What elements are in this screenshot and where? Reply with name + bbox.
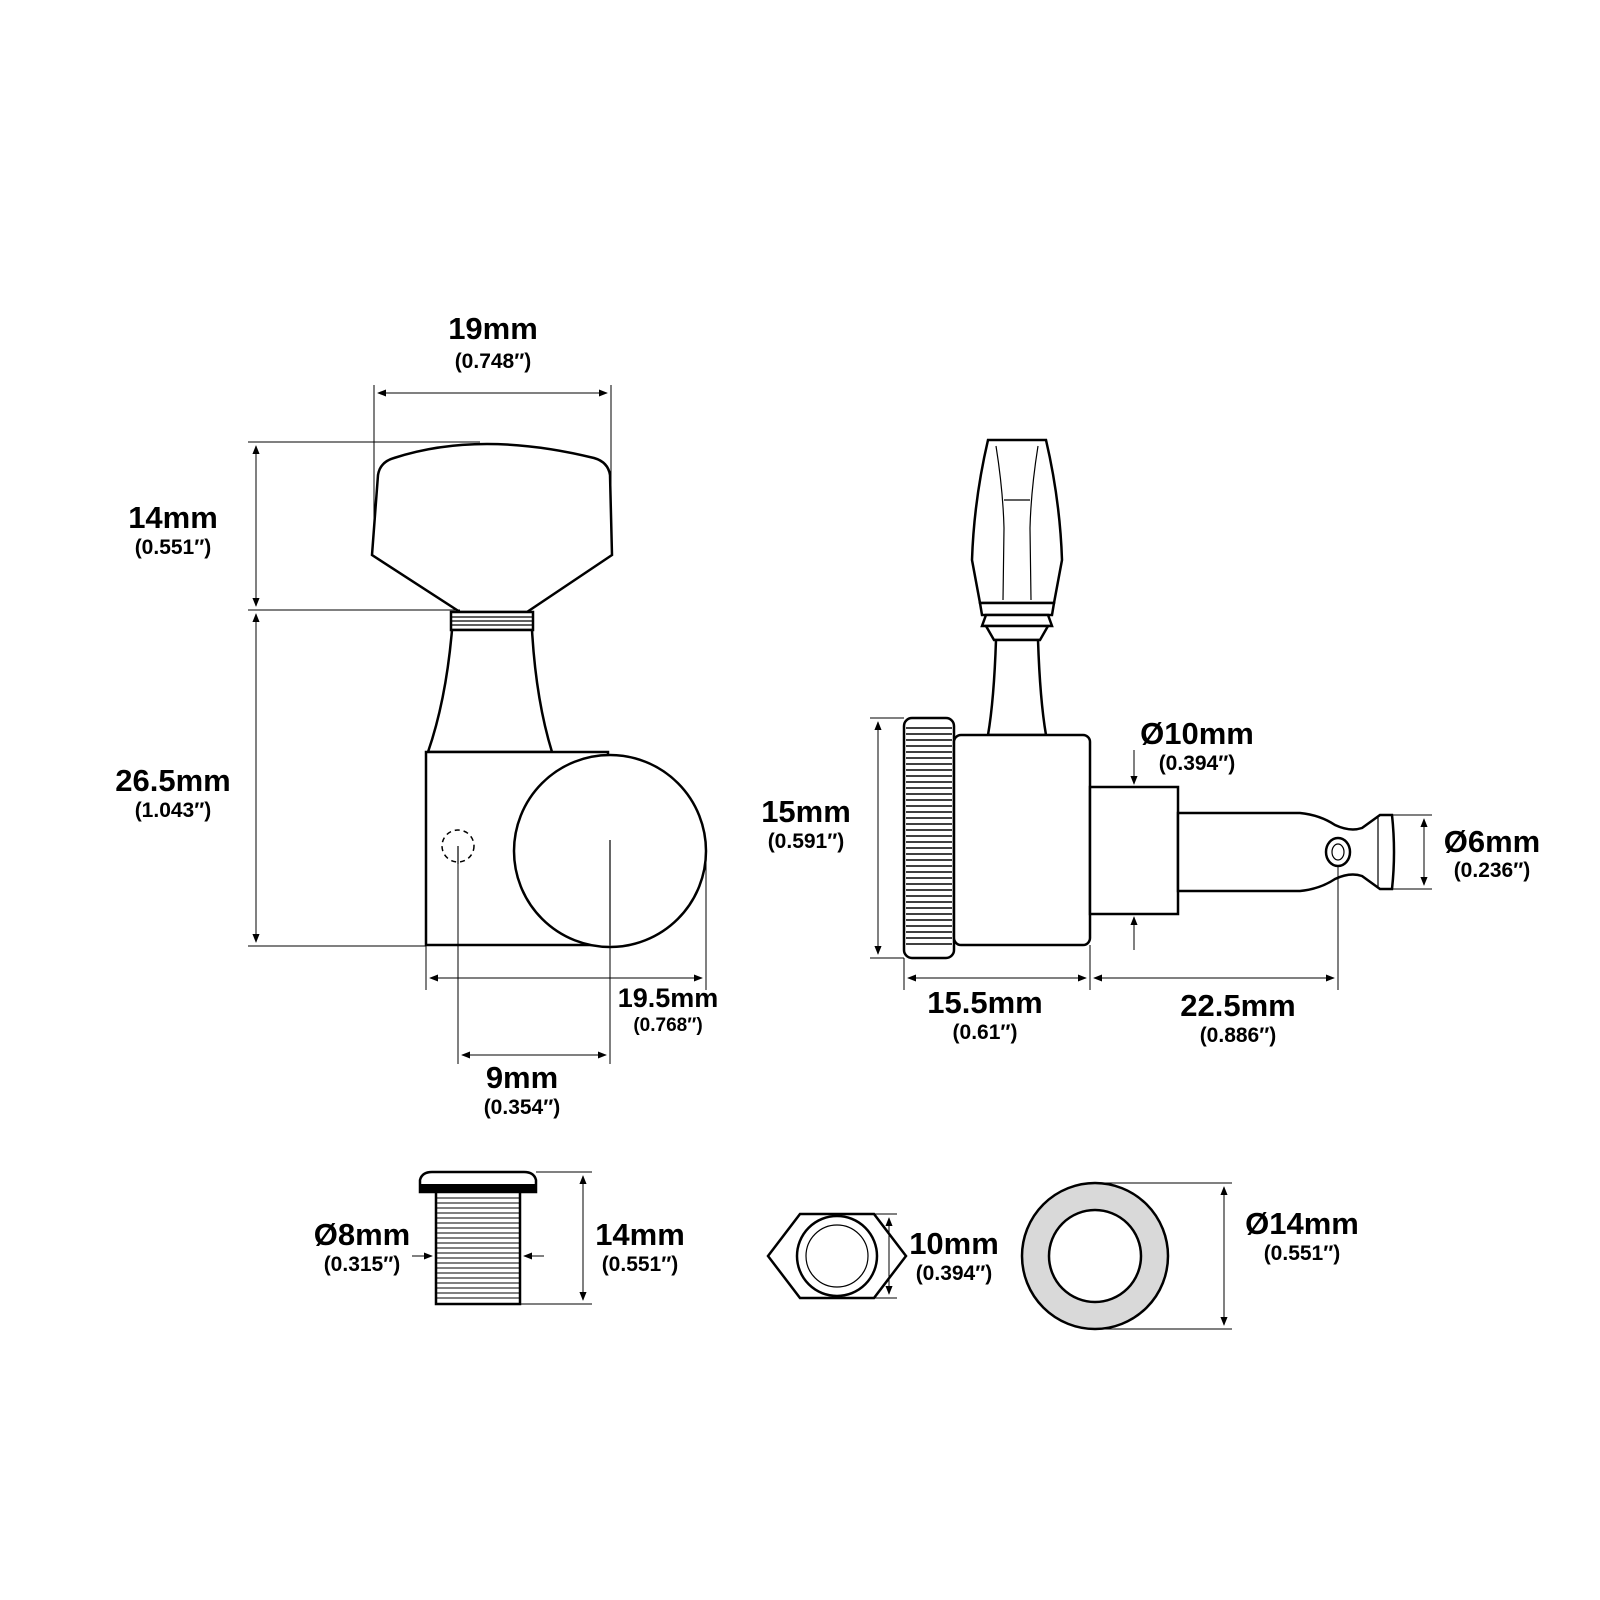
washer: Ø14mm (0.551″) [1020,1181,1359,1331]
side-knurled-wheel [902,716,956,960]
bushing-diameter-mm: Ø8mm [314,1217,410,1252]
dim-housing-depth: 15.5mm (0.61″) [903,945,1091,1044]
side-knob [970,438,1064,642]
post-diameter-mm: Ø6mm [1444,824,1540,859]
knob-height-mm: 14mm [128,500,218,535]
housing-depth-mm: 15.5mm [927,985,1042,1020]
dim-bushing-diameter: Ø8mm (0.315″) [314,1217,544,1276]
body-width-inch: (0.768″) [633,1015,702,1036]
dim-post-offset: 9mm (0.354″) [457,864,611,1119]
body-height-inch: (1.043″) [135,799,212,822]
front-view: 19mm (0.748″) 14mm (0.551″) 26.5mm (1.04… [115,311,718,1119]
post-length-inch: (0.886″) [1200,1024,1277,1047]
post-base-diameter-inch: (0.394″) [1159,752,1236,775]
side-housing [952,733,1092,947]
post-diameter-inch: (0.236″) [1454,859,1531,882]
hex-nut-size-mm: 10mm [909,1226,999,1261]
front-screw-hole [441,829,475,863]
housing-height-mm: 15mm [761,794,851,829]
dim-washer-diameter: Ø14mm (0.551″) [1095,1182,1359,1330]
washer-hole [1047,1208,1143,1304]
side-post-base [1088,785,1180,916]
front-knob [370,442,614,614]
washer-diameter-inch: (0.551″) [1264,1242,1341,1265]
knob-width-inch: (0.748″) [455,350,532,373]
hex-nut-size-inch: (0.394″) [916,1262,993,1285]
bushing-length-inch: (0.551″) [602,1253,679,1276]
front-shaft [426,628,554,754]
knob-height-inch: (0.551″) [135,536,212,559]
front-collar [449,610,535,632]
hex-nut: 10mm (0.394″) [766,1212,999,1300]
bushing-diameter-inch: (0.315″) [324,1253,401,1276]
housing-height-inch: (0.591″) [768,830,845,853]
body-height-mm: 26.5mm [115,763,230,798]
dim-post-diameter: Ø6mm (0.236″) [1392,814,1540,890]
dim-housing-height: 15mm (0.591″) [761,717,904,959]
dim-hex-nut-size: 10mm (0.394″) [874,1213,999,1299]
housing-depth-inch: (0.61″) [953,1021,1018,1044]
post-length-mm: 22.5mm [1180,988,1295,1023]
dim-bushing-length: 14mm (0.551″) [520,1171,685,1305]
knob-width-mm: 19mm [448,311,538,346]
bushing: Ø8mm (0.315″) 14mm (0.551″) [314,1170,685,1306]
side-view: 15mm (0.591″) 15.5mm (0.61″) Ø10mm (0.39… [761,438,1540,1047]
dim-post-base-diameter: Ø10mm (0.394″) [1130,716,1254,950]
dim-knob-width: 19mm (0.748″) [373,311,612,535]
side-shaft [986,638,1048,737]
post-offset-mm: 9mm [486,1060,558,1095]
dim-post-length: 22.5mm (0.886″) [1093,866,1339,1047]
dim-knob-height: 14mm (0.551″) [128,441,480,611]
body-width-mm: 19.5mm [618,983,719,1013]
side-post [1176,811,1396,893]
bushing-length-mm: 14mm [595,1217,685,1252]
post-offset-inch: (0.354″) [484,1096,561,1119]
dim-body-height: 26.5mm (1.043″) [115,613,426,947]
washer-diameter-mm: Ø14mm [1245,1206,1359,1241]
post-base-diameter-mm: Ø10mm [1140,716,1254,751]
dim-body-width: 19.5mm (0.768″) [425,851,719,1036]
